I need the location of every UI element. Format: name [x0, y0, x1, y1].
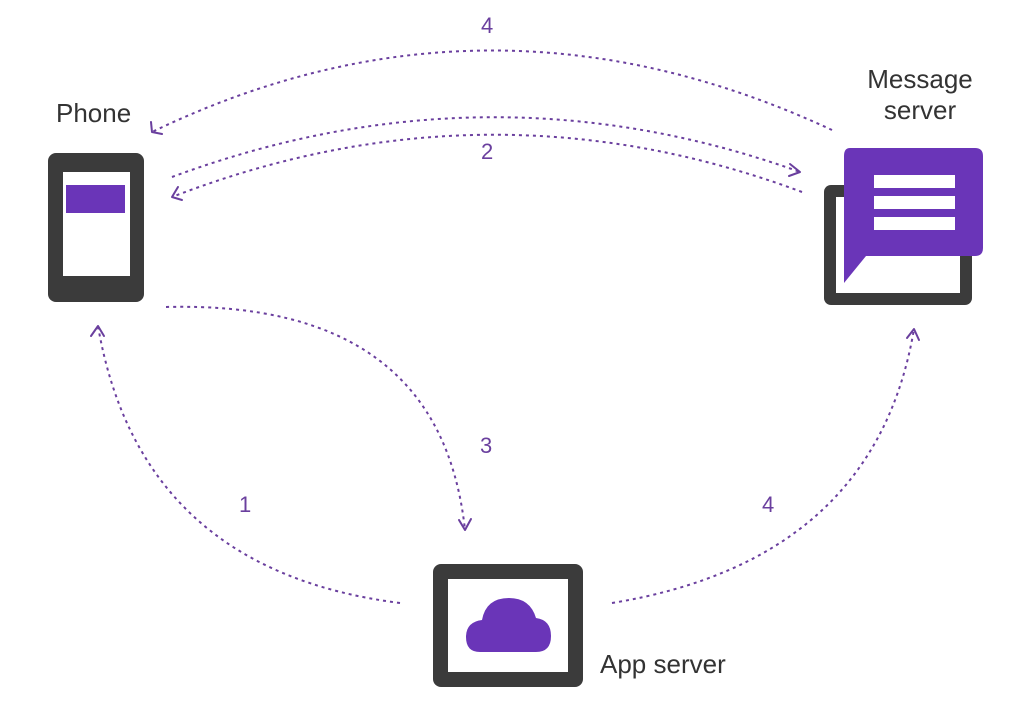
message-server-label-line1: Message [867, 64, 973, 94]
step-4-right-label: 4 [762, 492, 775, 517]
flow-1-arrow [90, 325, 401, 604]
flow-4-right-arrow [611, 328, 920, 604]
app-server-label: App server [600, 649, 726, 679]
cloud-icon [433, 564, 583, 687]
phone-label: Phone [56, 98, 132, 128]
flow-2-response-arrow [171, 133, 803, 201]
step-2-label: 2 [481, 139, 494, 164]
message-server-label-line2: server [883, 94, 957, 125]
phone-icon [48, 153, 144, 302]
flow-2-request-arrow [171, 116, 801, 178]
step-3-label: 3 [480, 433, 493, 458]
message-icon [824, 148, 983, 305]
message-server-label: Message server [850, 64, 990, 125]
flow-4-top-arrow [150, 49, 833, 135]
step-4-top-label: 4 [481, 13, 494, 38]
step-1-label: 1 [239, 492, 252, 517]
flow-3-arrow [165, 305, 472, 531]
